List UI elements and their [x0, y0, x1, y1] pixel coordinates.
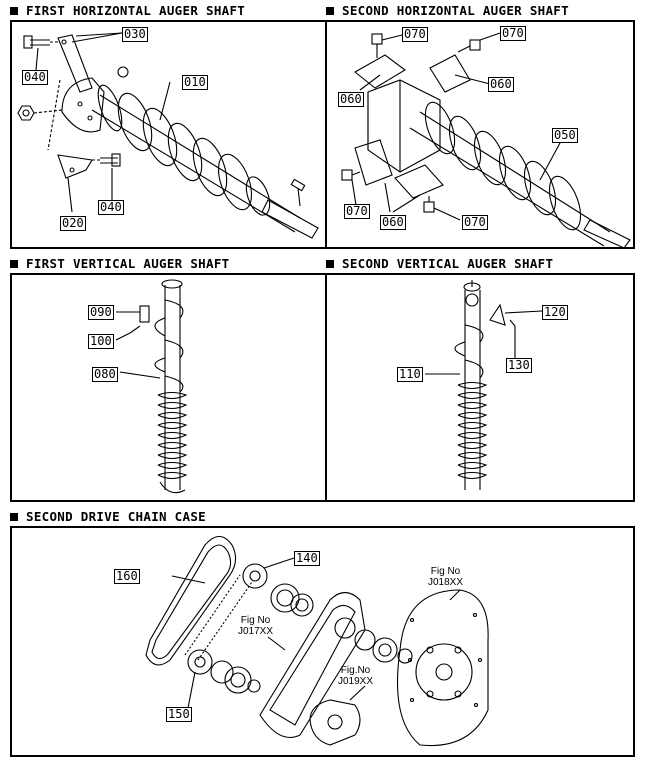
part-label-150[interactable]: 150	[166, 707, 192, 722]
part-label-010[interactable]: 010	[182, 75, 208, 90]
second-drive-chain-case-drawing	[145, 535, 489, 747]
part-label-090[interactable]: 090	[88, 305, 114, 320]
part-label-070-top-right[interactable]: 070	[500, 26, 526, 41]
part-label-100[interactable]: 100	[88, 334, 114, 349]
part-label-070-top-left[interactable]: 070	[402, 27, 428, 42]
section-title-second-drive: SECOND DRIVE CHAIN CASE	[10, 509, 206, 524]
section-title-second-horizontal: SECOND HORIZONTAL AUGER SHAFT	[326, 3, 569, 18]
part-label-040-top[interactable]: 040	[22, 70, 48, 85]
second-horizontal-auger-drawing	[341, 32, 631, 249]
part-label-130[interactable]: 130	[506, 358, 532, 373]
fig-ref-j018xx[interactable]: Fig No J018XX	[428, 566, 464, 588]
part-label-060-left[interactable]: 060	[338, 92, 364, 107]
part-label-060-bottom[interactable]: 060	[380, 215, 406, 230]
part-label-040-bottom[interactable]: 040	[98, 200, 124, 215]
panel-first-vertical	[10, 273, 327, 502]
first-vertical-auger-drawing	[115, 279, 188, 494]
part-label-160[interactable]: 160	[114, 569, 140, 584]
part-label-050[interactable]: 050	[552, 128, 578, 143]
first-horizontal-auger-drawing	[17, 32, 319, 239]
section-title-first-horizontal: FIRST HORIZONTAL AUGER SHAFT	[10, 3, 245, 18]
panel-second-horizontal	[325, 20, 635, 249]
panel-second-drive	[10, 526, 635, 757]
part-label-080[interactable]: 080	[92, 367, 118, 382]
part-label-020[interactable]: 020	[60, 216, 86, 231]
part-label-070-bottom-left[interactable]: 070	[344, 204, 370, 219]
part-label-070-bottom-right[interactable]: 070	[462, 215, 488, 230]
part-label-120[interactable]: 120	[542, 305, 568, 320]
part-label-110[interactable]: 110	[397, 367, 423, 382]
section-title-first-vertical: FIRST VERTICAL AUGER SHAFT	[10, 256, 229, 271]
section-title-second-vertical: SECOND VERTICAL AUGER SHAFT	[326, 256, 553, 271]
part-label-030[interactable]: 030	[122, 27, 148, 42]
second-vertical-auger-drawing	[425, 280, 543, 490]
fig-ref-j017xx[interactable]: Fig No J017XX	[238, 615, 274, 637]
fig-ref-j019xx[interactable]: Fig.No J019XX	[338, 665, 374, 687]
part-label-140[interactable]: 140	[294, 551, 320, 566]
part-label-060-right[interactable]: 060	[488, 77, 514, 92]
